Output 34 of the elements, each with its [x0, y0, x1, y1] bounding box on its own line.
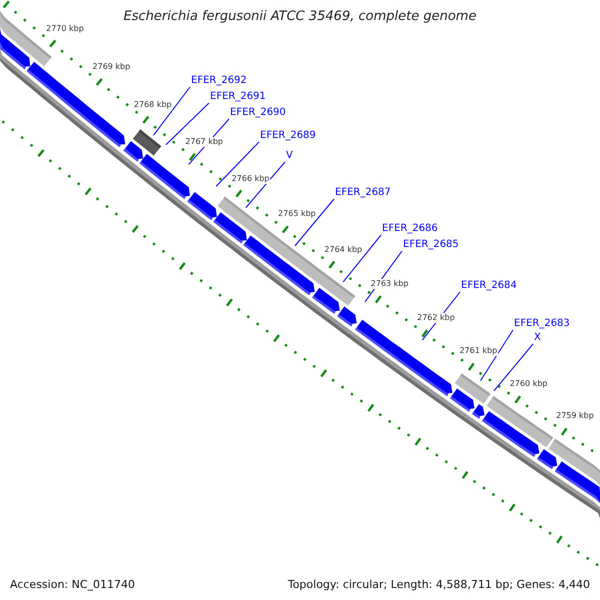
scale-label: 2764 kbp [323, 244, 364, 254]
scale-label: 2766 kbp [230, 174, 270, 184]
leader-line [480, 330, 514, 382]
gene-label: X [534, 331, 541, 344]
gene-label: EFER_2691 [210, 90, 266, 103]
leader-line [165, 102, 210, 146]
scale-label: 2762 kbp [416, 312, 456, 323]
gene-label: EFER_2684 [461, 279, 517, 292]
scale-label: 2763 kbp [370, 279, 410, 290]
scale-label: 2768 kbp [132, 100, 173, 110]
scale-label: 2765 kbp [277, 209, 317, 220]
leader-line [216, 142, 260, 187]
scale-label: 2761 kbp [458, 346, 498, 356]
gene-label: EFER_2686 [382, 222, 438, 235]
scale-label: 2767 kbp [184, 137, 224, 148]
scale-label: 2769 kbp [92, 62, 132, 72]
gene-label: EFER_2689 [260, 129, 316, 142]
title: Escherichia fergusonii ATCC 35469, complete genome [122, 9, 478, 24]
leader-line [245, 162, 286, 208]
leader-line [153, 86, 190, 136]
footer-text: Topology: circular; Length: 4,588,711 bp; Genes: 4,440 [288, 578, 590, 592]
footer-text: Accession: NC_011740 [10, 578, 136, 592]
scale-label: 2759 kbp [555, 410, 595, 421]
leader-line [494, 344, 534, 392]
scale-label: 2770 kbp [45, 24, 85, 34]
gene-label: V [286, 149, 293, 162]
leader-line [294, 198, 334, 246]
gene-label: EFER_2683 [514, 317, 570, 330]
gene-label: EFER_2690 [230, 106, 286, 119]
scale-label: 2760 kbp [508, 378, 548, 389]
gene-label: EFER_2692 [191, 74, 247, 87]
gene-label: EFER_2685 [403, 238, 459, 251]
leader-line [342, 234, 382, 282]
gene-label: EFER_2687 [335, 186, 391, 199]
